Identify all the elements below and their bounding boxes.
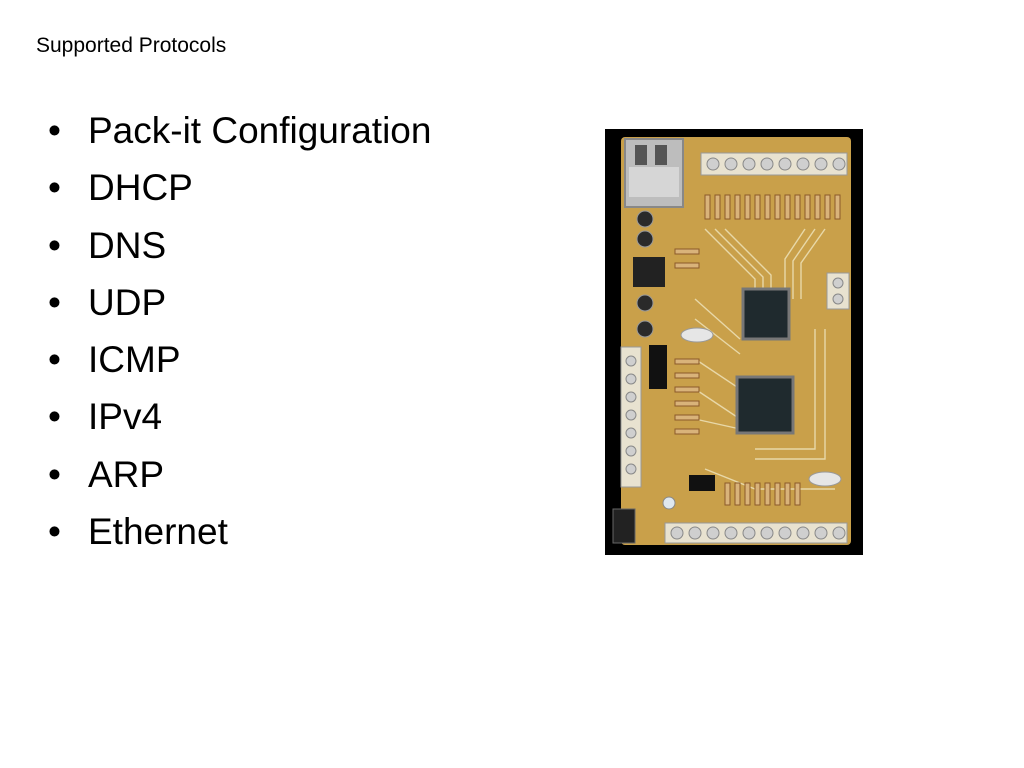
list-item-label: ARP (88, 453, 165, 495)
bullet-icon: • (48, 453, 61, 495)
bullet-icon: • (48, 281, 61, 323)
protocol-list: • Pack-it Configuration • DHCP • DNS • UDP •… (44, 110, 431, 568)
list-item-label: Pack-it Configuration (88, 110, 432, 151)
list-item: • ICMP (44, 339, 431, 396)
circuit-board-icon (612, 137, 851, 545)
list-item: • DHCP (44, 167, 431, 224)
list-item: • Pack-it Configuration (44, 110, 431, 167)
circuit-board-photo (605, 129, 863, 555)
list-item: • DNS (44, 225, 431, 282)
list-item: • UDP (44, 282, 431, 339)
bullet-icon: • (48, 224, 61, 266)
list-item-label: DNS (88, 224, 167, 266)
slide-title: Supported Protocols (36, 34, 227, 57)
list-item-label: ICMP (88, 339, 181, 381)
list-item: • IPv4 (44, 396, 431, 453)
bullet-icon: • (48, 110, 61, 151)
bullet-icon: • (48, 339, 61, 381)
bullet-icon: • (48, 511, 61, 553)
list-item-label: DHCP (88, 167, 193, 209)
bullet-icon: • (48, 396, 61, 438)
list-item-label: UDP (88, 281, 167, 323)
list-item: • Ethernet (44, 511, 431, 568)
list-item-label: IPv4 (88, 396, 163, 438)
list-item-label: Ethernet (88, 511, 228, 553)
bullet-icon: • (48, 167, 61, 209)
list-item: • ARP (44, 454, 431, 511)
